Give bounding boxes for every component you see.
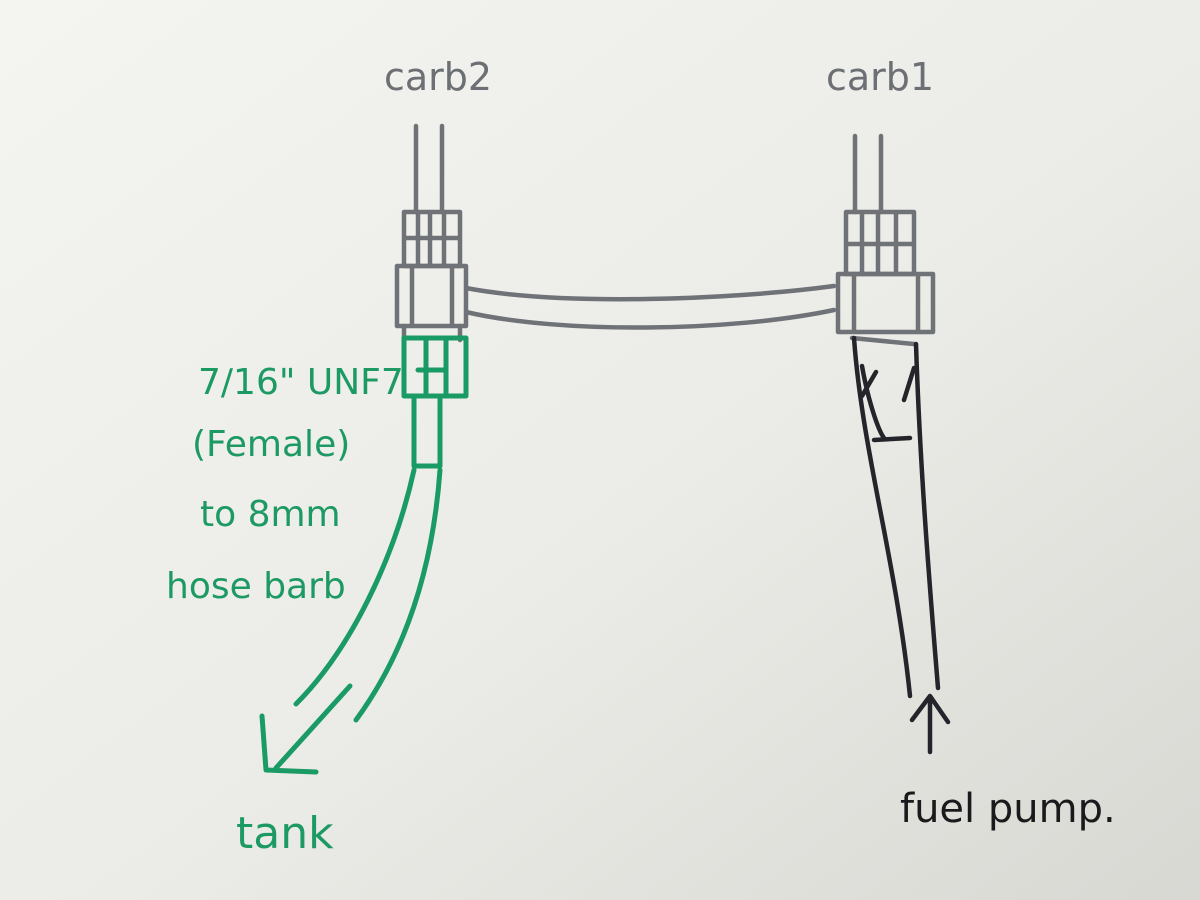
carb1-label: carb1	[826, 55, 934, 99]
carb2-inlet-pipe	[413, 123, 445, 215]
hose-barb-neck	[411, 395, 443, 469]
pump-hose-barb	[859, 363, 917, 443]
carb1-lower-nut	[835, 271, 936, 335]
carb2-assembly	[394, 123, 469, 343]
carb1-assembly	[835, 133, 936, 347]
tank-label: tank	[236, 808, 334, 859]
carb1-inlet-pipe	[852, 133, 884, 215]
pump-flow-arrow	[909, 693, 951, 755]
carb2-lower-nut	[394, 263, 469, 329]
fitting-label-line2: (Female)	[192, 424, 350, 465]
fitting-label-line1: 7/16" UNF7	[198, 362, 404, 403]
fitting-label-line4: hose barb	[166, 566, 346, 607]
carb1-bottom-stub	[849, 335, 917, 347]
unf-fitting	[401, 335, 469, 399]
pump-hose-outline	[851, 335, 941, 699]
carb2-label: carb2	[384, 55, 492, 99]
fitting-label-line3: to 8mm	[200, 494, 341, 535]
fuel-pump-label: fuel pump.	[900, 786, 1116, 832]
tank-flow-arrow	[259, 683, 353, 775]
tank-hose-assembly	[259, 335, 469, 775]
tank-hose	[293, 467, 443, 723]
fuel-pump-hose	[851, 335, 951, 755]
crossover-hose	[463, 283, 837, 330]
